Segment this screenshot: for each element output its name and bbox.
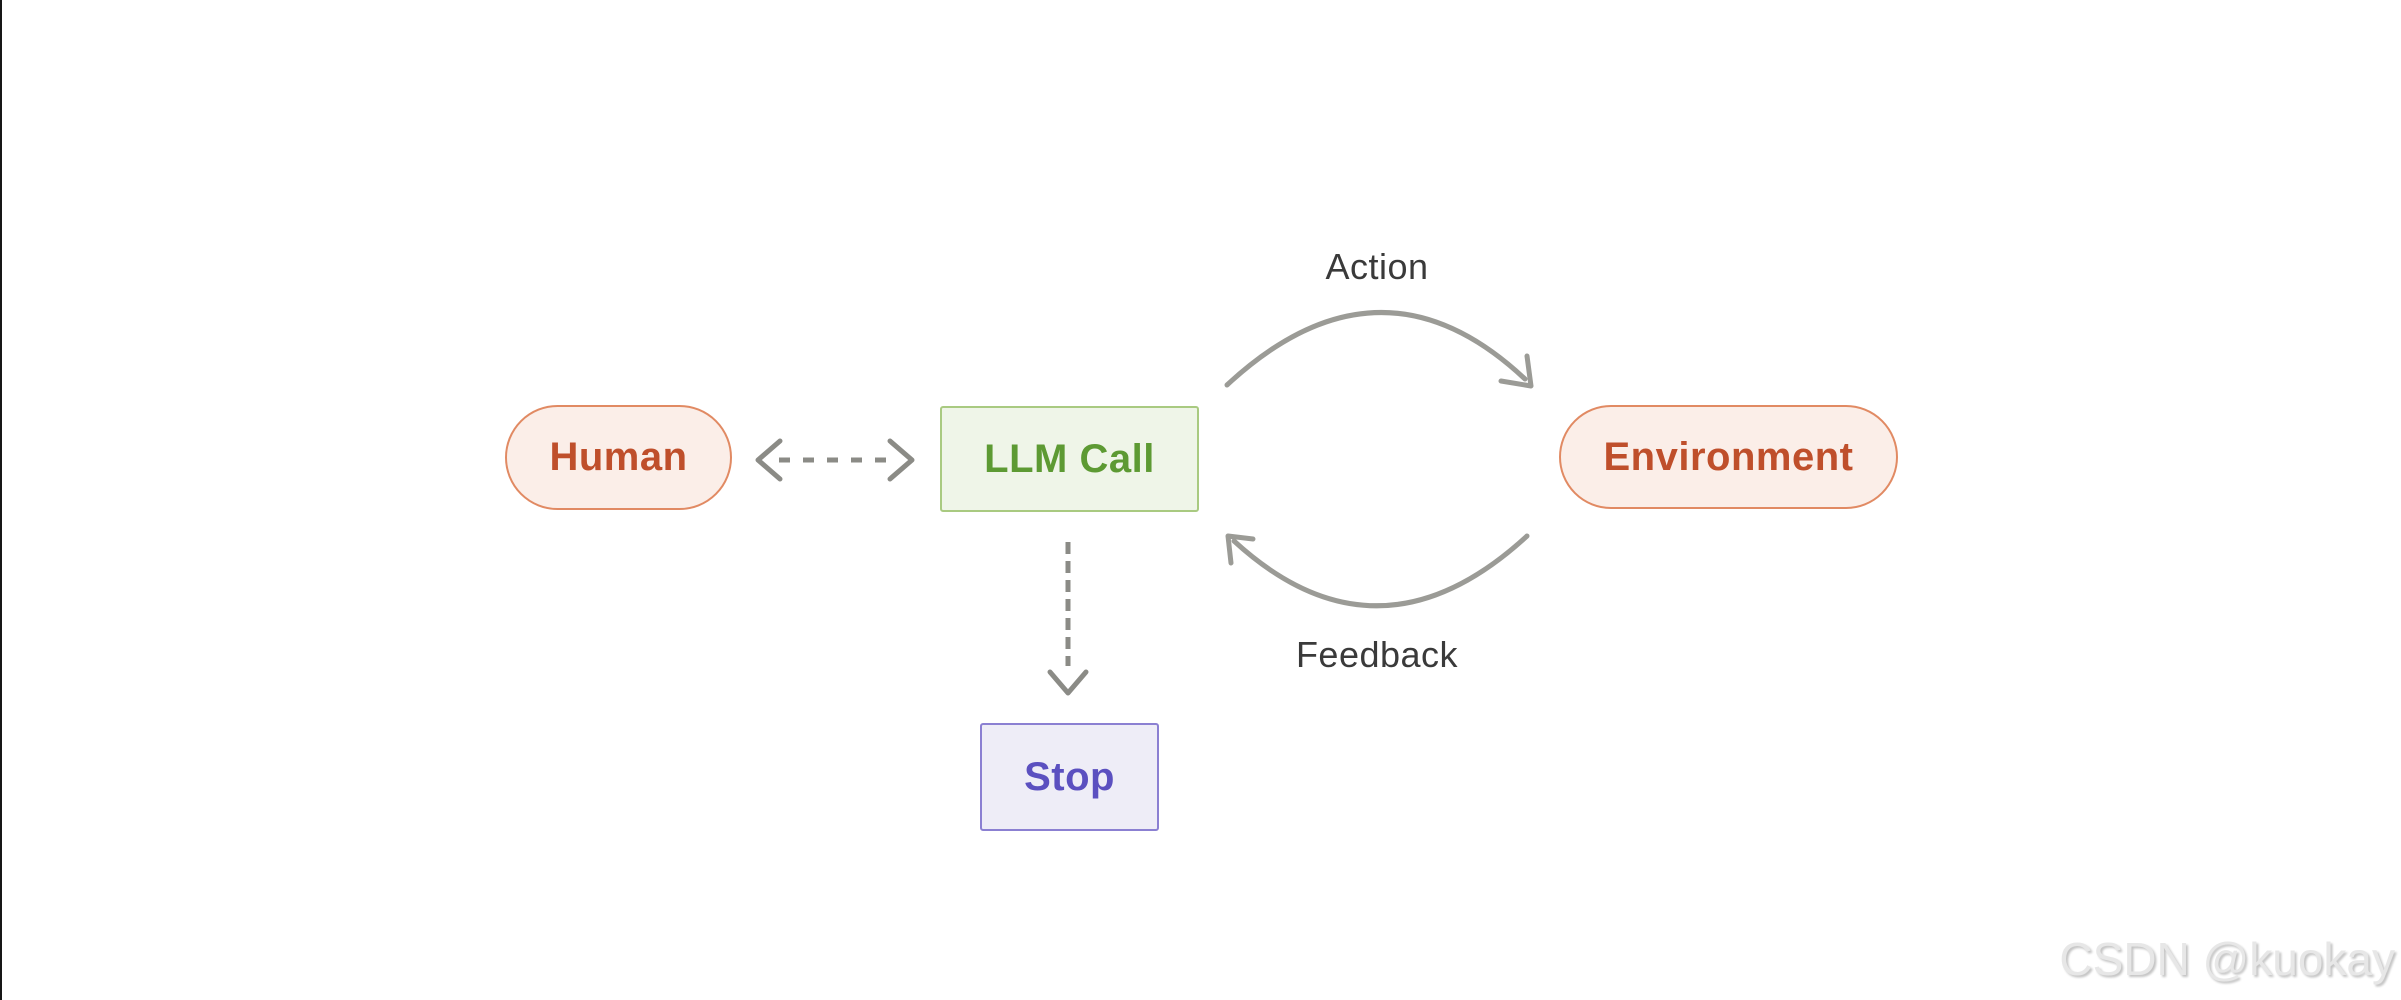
feedback-edge-label: Feedback — [1295, 634, 1459, 675]
left-edge-line — [0, 0, 2, 1000]
node-llm-call-label: LLM Call — [984, 436, 1155, 481]
feedback-arrow — [1225, 533, 1530, 609]
node-environment-label: Environment — [1603, 434, 1854, 479]
action-arc-line — [1224, 310, 1528, 388]
watermark: CSDN @kuokay — [2059, 933, 2395, 985]
feedback-arc-line — [1231, 533, 1530, 609]
node-stop: Stop — [980, 723, 1159, 831]
right-chevron-arrowhead-icon — [887, 438, 915, 482]
action-edge-label: Action — [1325, 246, 1429, 287]
node-human-label: Human — [549, 435, 688, 479]
left-chevron-arrowhead-icon — [755, 438, 783, 482]
node-llm-call: LLM Call — [940, 406, 1199, 512]
node-stop-label: Stop — [1024, 754, 1115, 799]
llm-stop-dashed-arrow — [1047, 542, 1089, 696]
feedback-arrowhead-icon — [1225, 533, 1256, 566]
action-arrowhead-icon — [1498, 353, 1534, 389]
down-chevron-arrowhead-icon — [1047, 669, 1089, 696]
action-arrow — [1224, 310, 1534, 389]
human-llm-dashed-arrow — [755, 438, 915, 482]
node-human: Human — [505, 405, 732, 510]
node-environment: Environment — [1559, 405, 1898, 509]
